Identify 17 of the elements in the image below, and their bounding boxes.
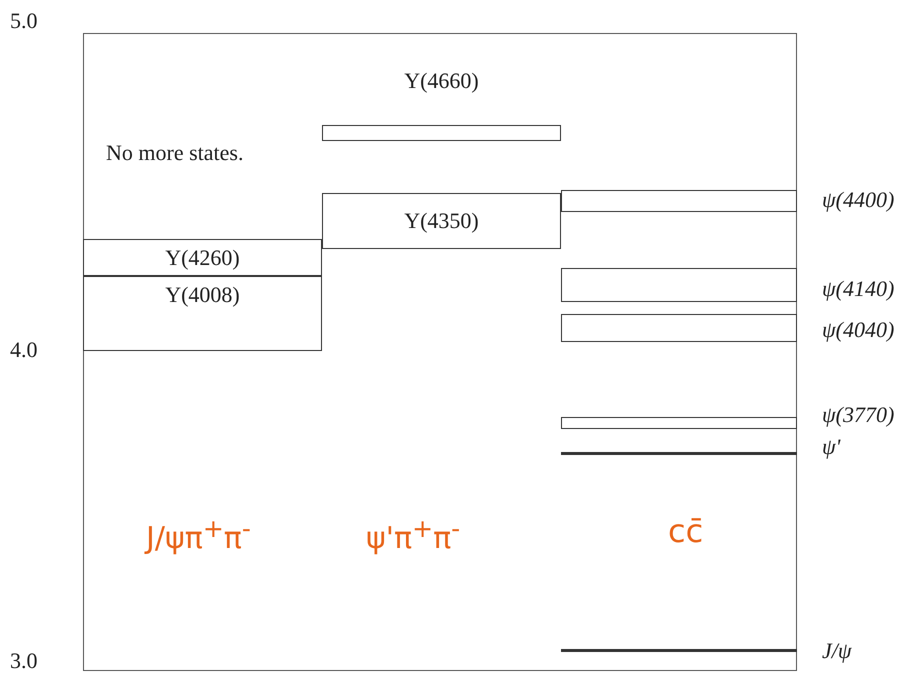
channel-label: cc̄ (668, 512, 704, 550)
state-label: Y(4660) (403, 68, 480, 94)
channel-label: ψ'π$^{+}$π$^{-}$ (366, 514, 460, 557)
state-label: Y(4008) (165, 281, 240, 308)
axis-tick-label: 3.0 (10, 648, 38, 674)
state-label: ψ(4400) (822, 187, 894, 213)
state-label: Y(4260) (165, 245, 240, 271)
state-label: Y(4350) (404, 208, 479, 234)
note-text: No more states. (106, 140, 244, 166)
axis-tick-label: 5.0 (10, 8, 38, 34)
state-label: ψ(4140) (822, 276, 894, 302)
state-label: ψ(3770) (822, 402, 894, 428)
axis-tick-label: 4.0 (10, 337, 38, 364)
state-label: ψ(4040) (822, 317, 894, 343)
state-label: J/ψ (822, 638, 852, 664)
state-label: ψ' (822, 434, 840, 460)
channel-label: J/ψπ$^{+}$π$^{-}$ (146, 514, 251, 557)
